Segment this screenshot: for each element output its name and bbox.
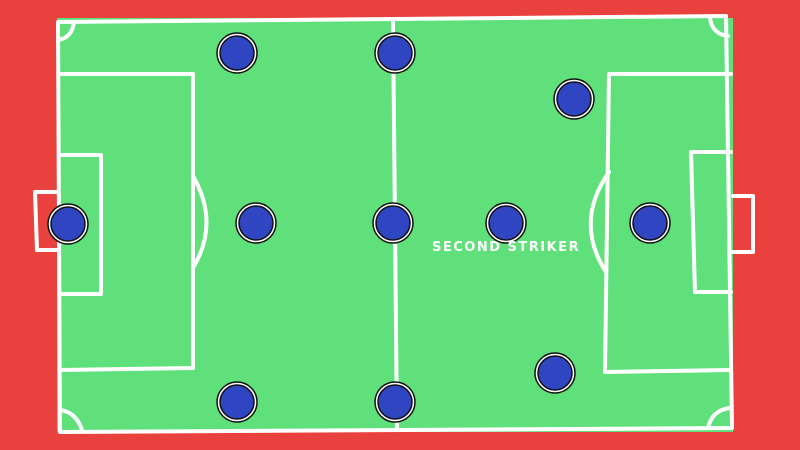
right-penalty-arc — [588, 170, 611, 274]
right-goal — [731, 194, 755, 254]
left-goal — [33, 190, 60, 252]
player-token-left-back-bottom[interactable] — [216, 381, 258, 423]
player-token-fill — [375, 205, 411, 241]
player-token-mid-top[interactable] — [374, 32, 416, 74]
corner-arc-top-right — [708, 16, 730, 38]
left-penalty-box — [58, 72, 195, 372]
player-token-fill — [219, 35, 255, 71]
player-token-fill — [377, 35, 413, 71]
right-goal-box — [689, 150, 733, 294]
corner-arc-top-left — [56, 20, 76, 42]
pitch-markings — [33, 14, 755, 434]
right-penalty-box — [603, 72, 733, 374]
player-token-gk[interactable] — [47, 203, 89, 245]
player-token-fill — [537, 355, 573, 391]
player-token-fill — [556, 81, 592, 117]
player-role-label: SECOND STRIKER — [432, 240, 581, 255]
players — [47, 32, 671, 423]
player-token-fill — [632, 205, 668, 241]
player-token-striker[interactable] — [629, 202, 671, 244]
corner-arc-bottom-right — [706, 406, 732, 430]
player-token-mid-bottom[interactable] — [374, 381, 416, 423]
player-token-fill — [488, 205, 524, 241]
corner-arc-bottom-left — [58, 408, 84, 432]
left-penalty-arc — [191, 174, 209, 270]
player-token-second-striker[interactable] — [485, 202, 527, 244]
player-token-mid-center[interactable] — [372, 202, 414, 244]
player-token-fill — [219, 384, 255, 420]
player-token-fill — [50, 206, 86, 242]
player-token-fill — [377, 384, 413, 420]
player-token-forward-top[interactable] — [553, 78, 595, 120]
player-token-left-back-top[interactable] — [216, 32, 258, 74]
player-token-left-back-center[interactable] — [235, 202, 277, 244]
player-token-forward-bottom[interactable] — [534, 352, 576, 394]
left-goal-box — [58, 153, 103, 296]
player-token-fill — [238, 205, 274, 241]
